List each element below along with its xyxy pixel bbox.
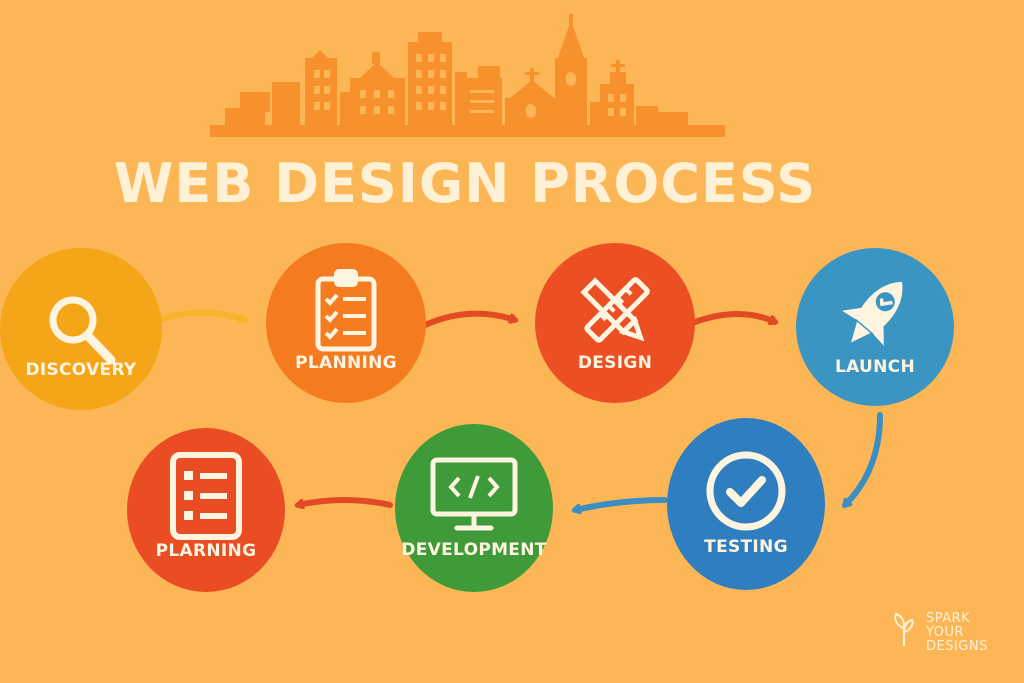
step-design: DESIGN <box>535 243 695 403</box>
brand-line: DESIGNS <box>926 639 988 654</box>
step-development: DEVELOPMENT <box>395 424 553 592</box>
step-testing: TESTING <box>667 418 825 590</box>
step-planning: PLANNING <box>266 243 426 403</box>
clipboard-checklist-icon <box>315 268 377 352</box>
arrow-launch-to-testing <box>842 412 883 508</box>
step-label: LAUNCH <box>834 357 915 378</box>
step-label: DISCOVERY <box>25 359 137 380</box>
arrow-testing-to-development <box>575 497 668 510</box>
brand-line: SPARK <box>926 611 971 626</box>
step-label: PLANNING <box>295 353 397 374</box>
arrow-planning-to-design <box>422 310 515 328</box>
pencil-ruler-icon <box>580 277 650 343</box>
arrow-development-to-planning <box>298 497 393 505</box>
code-monitor-icon <box>430 457 518 531</box>
step-discovery: DISCOVERY <box>0 248 162 410</box>
brand-logo: SPARK YOUR DESIGNS <box>890 612 988 654</box>
step-label: TESTING <box>704 536 788 557</box>
magnifier-icon <box>49 296 116 365</box>
sprout-icon <box>894 612 914 646</box>
step-label: DEVELOPMENT <box>401 539 547 560</box>
arrow-discovery-to-planning <box>157 309 245 321</box>
city-skyline-icon <box>210 14 725 137</box>
step-plarning: PLARNING <box>127 428 285 592</box>
brand-line: YOUR <box>926 625 965 640</box>
step-launch: LAUNCH <box>796 248 954 406</box>
step-label: PLARNING <box>155 541 257 562</box>
list-document-icon <box>170 451 242 540</box>
page-title: WEB DESIGN PROCESS <box>113 152 817 215</box>
brand-text: SPARK YOUR DESIGNS <box>926 612 988 654</box>
arrow-design-to-launch <box>692 311 775 322</box>
check-circle-icon <box>706 451 786 531</box>
step-label: DESIGN <box>577 353 653 374</box>
rocket-icon <box>842 281 903 346</box>
